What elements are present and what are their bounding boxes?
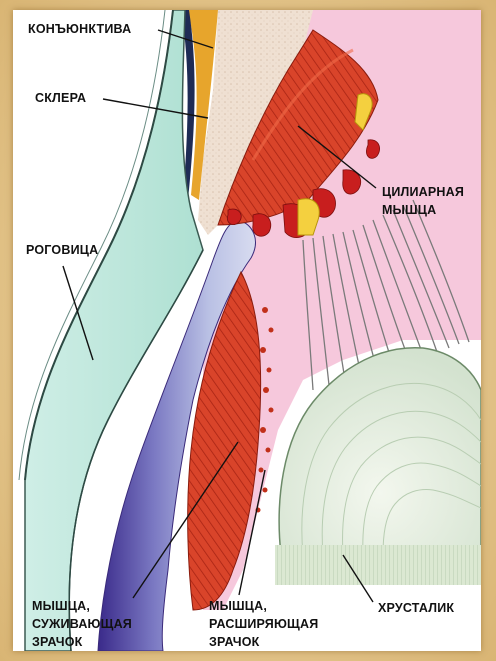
- label-sclera: СКЛЕРА: [35, 89, 86, 107]
- lens-base: [275, 545, 481, 585]
- label-ciliary-muscle: ЦИЛИАРНАЯ МЫШЦА: [382, 183, 464, 219]
- diagram-panel: КОНЪЮНКТИВА СКЛЕРА ЦИЛИАРНАЯ МЫШЦА РОГОВ…: [13, 10, 481, 651]
- label-lens: ХРУСТАЛИК: [378, 599, 454, 617]
- label-sphincter-pupillae: МЫШЦА, СУЖИВАЮЩАЯ ЗРАЧОК: [32, 597, 132, 651]
- lens: [279, 348, 481, 555]
- label-dilator-pupillae: МЫШЦА, РАСШИРЯЮЩАЯ ЗРАЧОК: [209, 597, 318, 651]
- label-conjunctiva: КОНЪЮНКТИВА: [28, 20, 131, 38]
- label-cornea: РОГОВИЦА: [26, 241, 98, 259]
